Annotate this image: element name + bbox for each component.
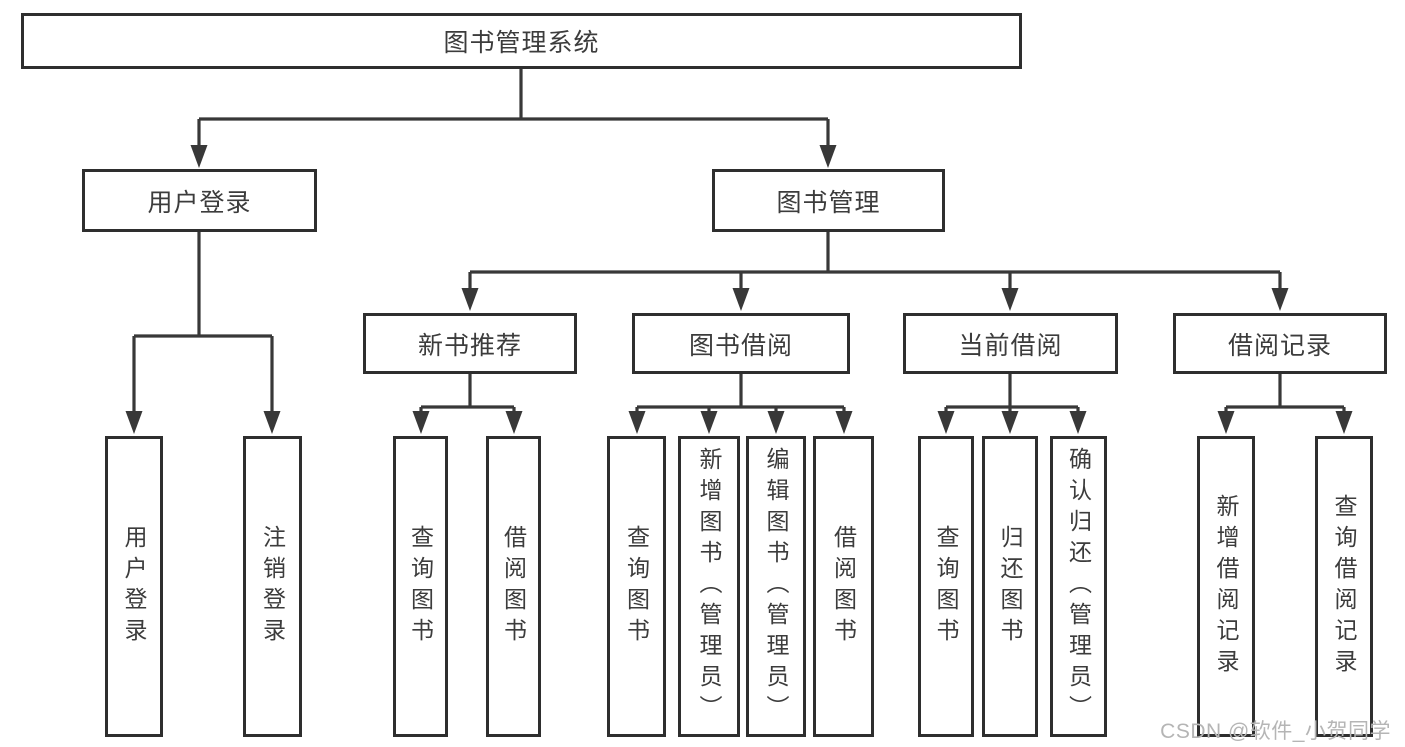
node-label: 新增图书（管理员）: [696, 447, 722, 726]
node-label: 图书管理: [776, 188, 881, 217]
node-book-management: 图书管理: [712, 169, 945, 232]
node-label: 查询图书: [623, 524, 650, 649]
node-current-borrow: 当前借阅: [903, 313, 1118, 374]
leaf-query-borrow-record: 查询借阅记录: [1315, 436, 1373, 737]
leaf-return-books: 归还图书: [982, 436, 1038, 737]
leaf-query-books-recommend: 查询图书: [393, 436, 448, 737]
node-label: 图书借阅: [688, 331, 793, 360]
node-label: 查询图书: [407, 524, 434, 649]
csdn-watermark: CSDN @软件_小贺同学: [1160, 720, 1391, 743]
node-label: 归还图书: [997, 524, 1023, 649]
node-label: 注销登录: [259, 524, 286, 649]
node-label: 用户登录: [121, 524, 147, 649]
node-borrow-records: 借阅记录: [1173, 313, 1387, 374]
node-label: 查询图书: [933, 524, 959, 649]
leaf-edit-book-admin: 编辑图书（管理员）: [746, 436, 806, 737]
node-label: 当前借阅: [958, 331, 1063, 360]
leaf-borrow-books-recommend: 借阅图书: [486, 436, 541, 737]
node-label: 借阅记录: [1227, 331, 1332, 360]
leaf-add-borrow-record: 新增借阅记录: [1197, 436, 1255, 737]
node-label: 编辑图书（管理员）: [763, 447, 789, 726]
node-new-book-recommend: 新书推荐: [363, 313, 577, 374]
leaf-query-books-current: 查询图书: [918, 436, 974, 737]
leaf-user-login: 用户登录: [105, 436, 163, 737]
arrowheads: [125, 145, 1353, 434]
node-label: 查询借阅记录: [1331, 493, 1357, 680]
node-book-borrow: 图书借阅: [632, 313, 850, 374]
node-library-management-system: 图书管理系统: [21, 13, 1022, 69]
node-label: 新增借阅记录: [1213, 493, 1239, 680]
node-label: 用户登录: [147, 188, 252, 217]
connector-shafts: [132, 69, 1346, 414]
node-label: 新书推荐: [417, 331, 522, 360]
leaf-query-books-borrow: 查询图书: [607, 436, 666, 737]
leaf-borrow-books: 借阅图书: [813, 436, 874, 737]
leaf-add-book-admin: 新增图书（管理员）: [678, 436, 740, 737]
node-user-login: 用户登录: [82, 169, 317, 232]
node-label: 确认归还（管理员）: [1065, 447, 1092, 726]
node-label: 借阅图书: [500, 524, 527, 649]
leaf-confirm-return-admin: 确认归还（管理员）: [1050, 436, 1107, 737]
leaf-logout: 注销登录: [243, 436, 302, 737]
node-label: 借阅图书: [830, 524, 857, 649]
node-label: 图书管理系统: [443, 29, 600, 57]
